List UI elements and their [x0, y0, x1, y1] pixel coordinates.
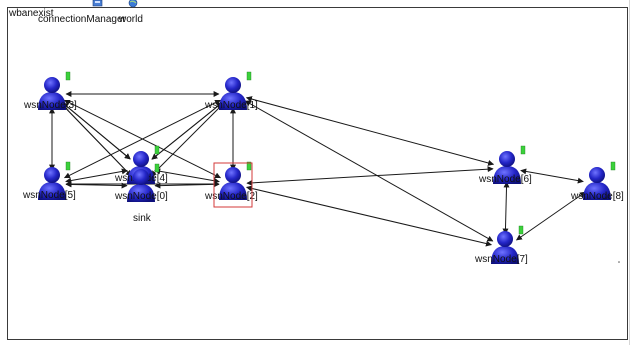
node-label: wsnNode[0] — [114, 191, 168, 202]
link-7-8 — [516, 191, 586, 241]
node-label: wsnNode[2] — [204, 191, 258, 202]
node-body-icon — [583, 182, 611, 200]
battery-icon — [246, 161, 252, 171]
link-6-7 — [502, 181, 510, 235]
battery-icon — [154, 145, 160, 155]
node-label: wsnNode[8] — [570, 191, 624, 202]
node-body-icon — [219, 92, 247, 110]
link-4-2 — [154, 168, 220, 184]
battery-icon — [518, 225, 524, 235]
node-layer[interactable]: wsnNode[3]wsnNode[1]wsnNode[5]wsnNode[4]… — [22, 71, 624, 265]
link-5-0 — [65, 181, 128, 189]
connection-manager-label: connectionManager — [38, 14, 127, 25]
battery-icon — [246, 71, 252, 81]
node-wsn-8[interactable] — [583, 161, 616, 200]
network-frame — [7, 7, 628, 340]
node-body-icon — [493, 166, 521, 184]
node-label: wsnNode[7] — [474, 254, 528, 265]
node-body-icon — [127, 184, 155, 202]
node-wsn-7[interactable] — [491, 225, 524, 264]
node-wsn-6[interactable] — [493, 145, 526, 184]
link-1-6 — [245, 96, 495, 166]
node-head-icon — [44, 167, 60, 183]
node-label: wsnNode[3] — [23, 100, 77, 111]
node-wsn-3[interactable] — [38, 71, 71, 110]
node-head-icon — [497, 231, 513, 247]
battery-icon — [154, 163, 160, 173]
node-label: wsnNode[6] — [478, 174, 532, 185]
node-wsn-0[interactable] — [127, 163, 160, 202]
node-label: wsnNode[5] — [22, 190, 76, 201]
node-head-icon — [589, 167, 605, 183]
battery-icon — [610, 161, 616, 171]
stray-dot — [618, 261, 620, 263]
world-label: world — [118, 14, 143, 25]
link-1-4 — [151, 102, 223, 160]
node-head-icon — [133, 151, 149, 167]
node-body-icon — [38, 182, 66, 200]
link-2-7 — [246, 185, 492, 247]
world-icon[interactable] — [128, 0, 138, 8]
node-head-icon — [225, 77, 241, 93]
link-layer — [49, 91, 586, 247]
link-6-8 — [520, 168, 584, 184]
battery-icon — [65, 161, 71, 171]
link-1-0 — [150, 103, 224, 177]
node-head-icon — [225, 167, 241, 183]
node-wsn-5[interactable] — [38, 161, 71, 200]
node-label: wsnNode[1] — [204, 100, 258, 111]
scrollbar-edge — [629, 0, 630, 345]
node-body-icon — [491, 246, 519, 264]
node-head-icon — [44, 77, 60, 93]
link-3-0 — [61, 103, 132, 177]
node-head-icon — [133, 169, 149, 185]
node-body-icon — [219, 182, 247, 200]
node-wsn-2[interactable] — [219, 161, 252, 200]
battery-icon — [520, 145, 526, 155]
network-title: wbanexist — [8, 8, 54, 19]
selection-box — [213, 162, 253, 208]
node-head-icon — [499, 151, 515, 167]
link-2-6 — [246, 166, 494, 186]
node-wsn-1[interactable] — [219, 71, 252, 110]
node-body-icon — [38, 92, 66, 110]
battery-icon — [65, 71, 71, 81]
sink-label: sink — [133, 213, 152, 224]
connection-manager-icon[interactable] — [92, 0, 103, 7]
link-0-2 — [154, 181, 220, 189]
